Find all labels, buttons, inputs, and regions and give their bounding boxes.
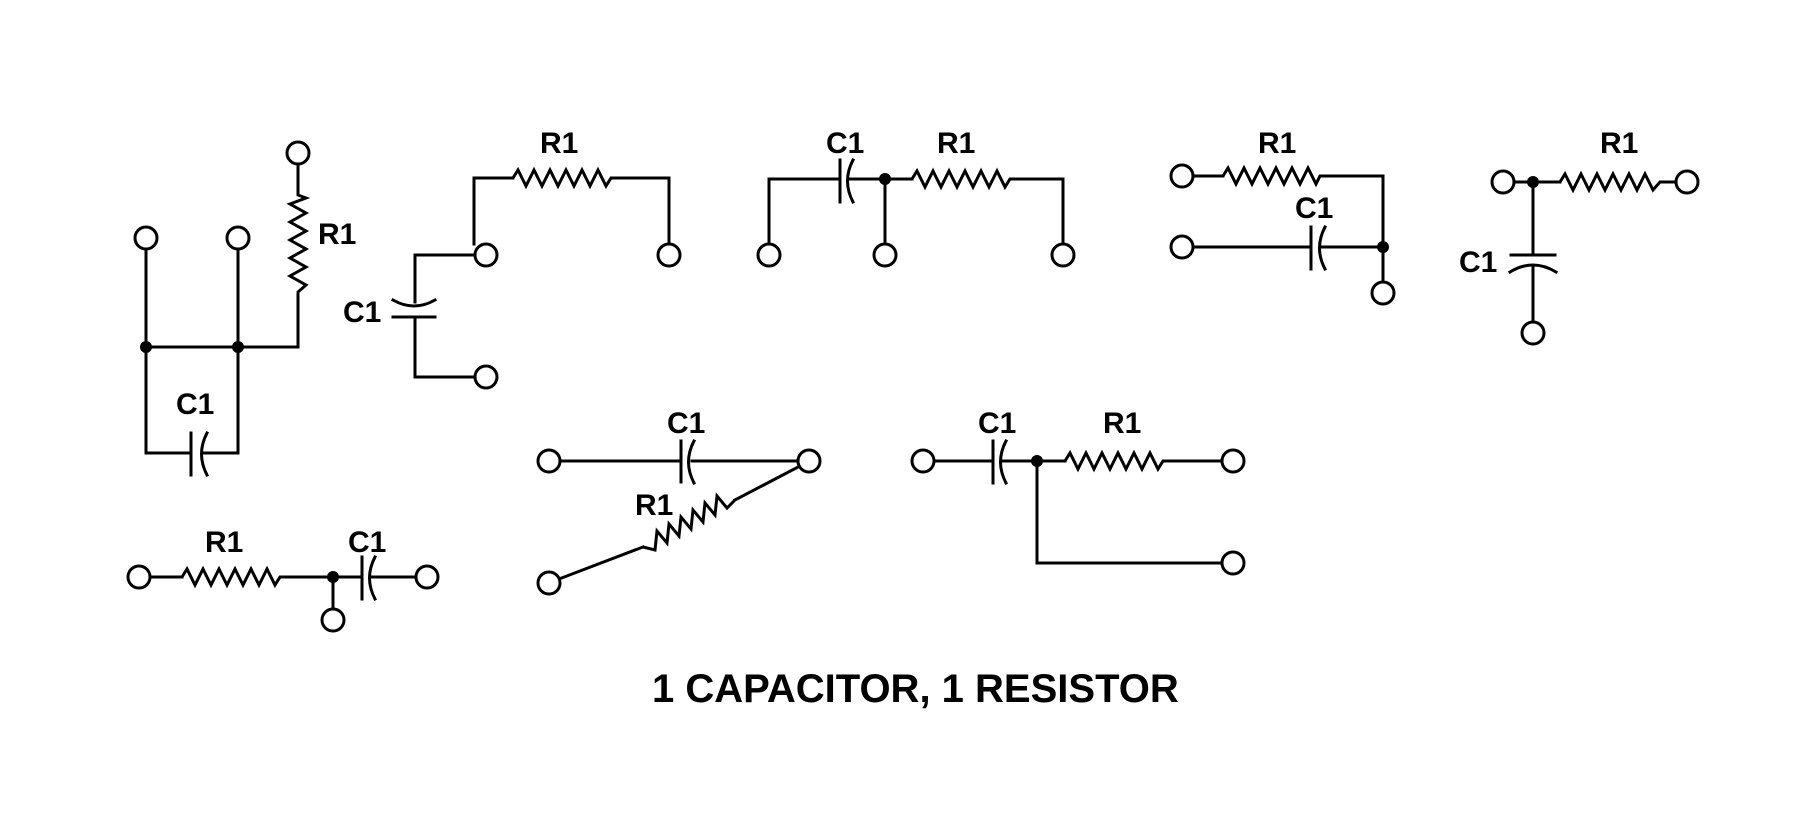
junction-dot xyxy=(140,341,152,353)
terminal[interactable] xyxy=(1169,163,1195,189)
terminal[interactable] xyxy=(1674,169,1700,195)
resistor-r1 xyxy=(1558,170,1667,194)
capacitor-label: C1 xyxy=(1459,246,1497,279)
capacitor-c1 xyxy=(360,554,378,602)
resistor-label: R1 xyxy=(1600,127,1638,160)
capacitor-label: C1 xyxy=(1295,192,1333,225)
circuit-3: C1 R1 xyxy=(756,127,1076,268)
resistor-label: R1 xyxy=(205,526,243,559)
circuit-4: R1 C1 xyxy=(1169,127,1396,306)
terminal[interactable] xyxy=(285,140,311,166)
wire xyxy=(767,177,1065,246)
wire xyxy=(1512,180,1678,324)
wire xyxy=(413,176,671,379)
circuit-7: C1 R1 xyxy=(536,407,822,596)
resistor-label: R1 xyxy=(1103,407,1141,440)
terminal[interactable] xyxy=(473,364,499,390)
capacitor-label: C1 xyxy=(667,407,705,440)
terminal[interactable] xyxy=(225,225,251,251)
terminal[interactable] xyxy=(536,570,562,596)
capacitor-label: C1 xyxy=(343,296,381,329)
wire xyxy=(144,247,300,455)
junction-dot xyxy=(327,571,339,583)
diagram-title: 1 CAPACITOR, 1 RESISTOR xyxy=(652,667,1179,711)
capacitor-label: C1 xyxy=(978,407,1016,440)
resistor-label: R1 xyxy=(937,127,975,160)
capacitor-c1 xyxy=(838,157,856,205)
terminal[interactable] xyxy=(1520,320,1546,346)
capacitor-c1 xyxy=(390,297,438,319)
capacitor-c1 xyxy=(189,430,210,478)
wire xyxy=(148,575,418,611)
circuit-2: R1 C1 xyxy=(343,127,682,390)
terminal[interactable] xyxy=(1370,280,1396,306)
terminal[interactable] xyxy=(656,242,682,268)
capacitor-label: C1 xyxy=(826,127,864,160)
terminal[interactable] xyxy=(1220,550,1246,576)
terminal[interactable] xyxy=(1169,234,1195,260)
terminal[interactable] xyxy=(872,242,898,268)
wire xyxy=(557,459,803,581)
junction-dot xyxy=(1527,176,1539,188)
capacitor-c1 xyxy=(1309,224,1328,272)
capacitor-c1 xyxy=(679,438,697,486)
junction-dot xyxy=(879,173,891,185)
capacitor-label: C1 xyxy=(348,526,386,559)
junction-dot xyxy=(1031,455,1043,467)
terminal[interactable] xyxy=(473,242,499,268)
resistor-r1 xyxy=(286,164,311,297)
resistor-label: R1 xyxy=(1258,127,1296,160)
terminal[interactable] xyxy=(910,448,936,474)
terminal[interactable] xyxy=(1490,169,1516,195)
capacitor-label: C1 xyxy=(176,388,214,421)
resistor-r1 xyxy=(1221,164,1325,188)
circuit-6: R1 C1 xyxy=(126,526,440,633)
circuit-8: C1 R1 xyxy=(910,407,1246,576)
terminal[interactable] xyxy=(796,448,822,474)
terminal[interactable] xyxy=(536,448,562,474)
wire xyxy=(1191,174,1385,284)
resistor-r1 xyxy=(511,166,616,190)
wire xyxy=(932,459,1224,565)
terminal[interactable] xyxy=(126,564,152,590)
terminal[interactable] xyxy=(756,242,782,268)
terminal[interactable] xyxy=(414,564,440,590)
terminal[interactable] xyxy=(1050,242,1076,268)
capacitor-c1 xyxy=(991,438,1009,486)
resistor-label: R1 xyxy=(540,127,578,160)
resistor-r1 xyxy=(180,565,283,589)
resistor-label: R1 xyxy=(635,489,673,522)
resistor-r1 xyxy=(1063,449,1167,473)
junction-dot xyxy=(232,341,244,353)
terminal[interactable] xyxy=(320,607,346,633)
junction-dot xyxy=(1377,241,1389,253)
circuit-1: R1 C1 xyxy=(133,140,356,478)
resistor-label: R1 xyxy=(318,218,356,251)
terminal[interactable] xyxy=(1220,448,1246,474)
resistor-r1 xyxy=(642,492,737,552)
capacitor-c1 xyxy=(1507,253,1559,275)
resistor-r1 xyxy=(910,167,1015,191)
terminal[interactable] xyxy=(133,225,159,251)
circuit-5: R1 C1 xyxy=(1459,127,1700,346)
